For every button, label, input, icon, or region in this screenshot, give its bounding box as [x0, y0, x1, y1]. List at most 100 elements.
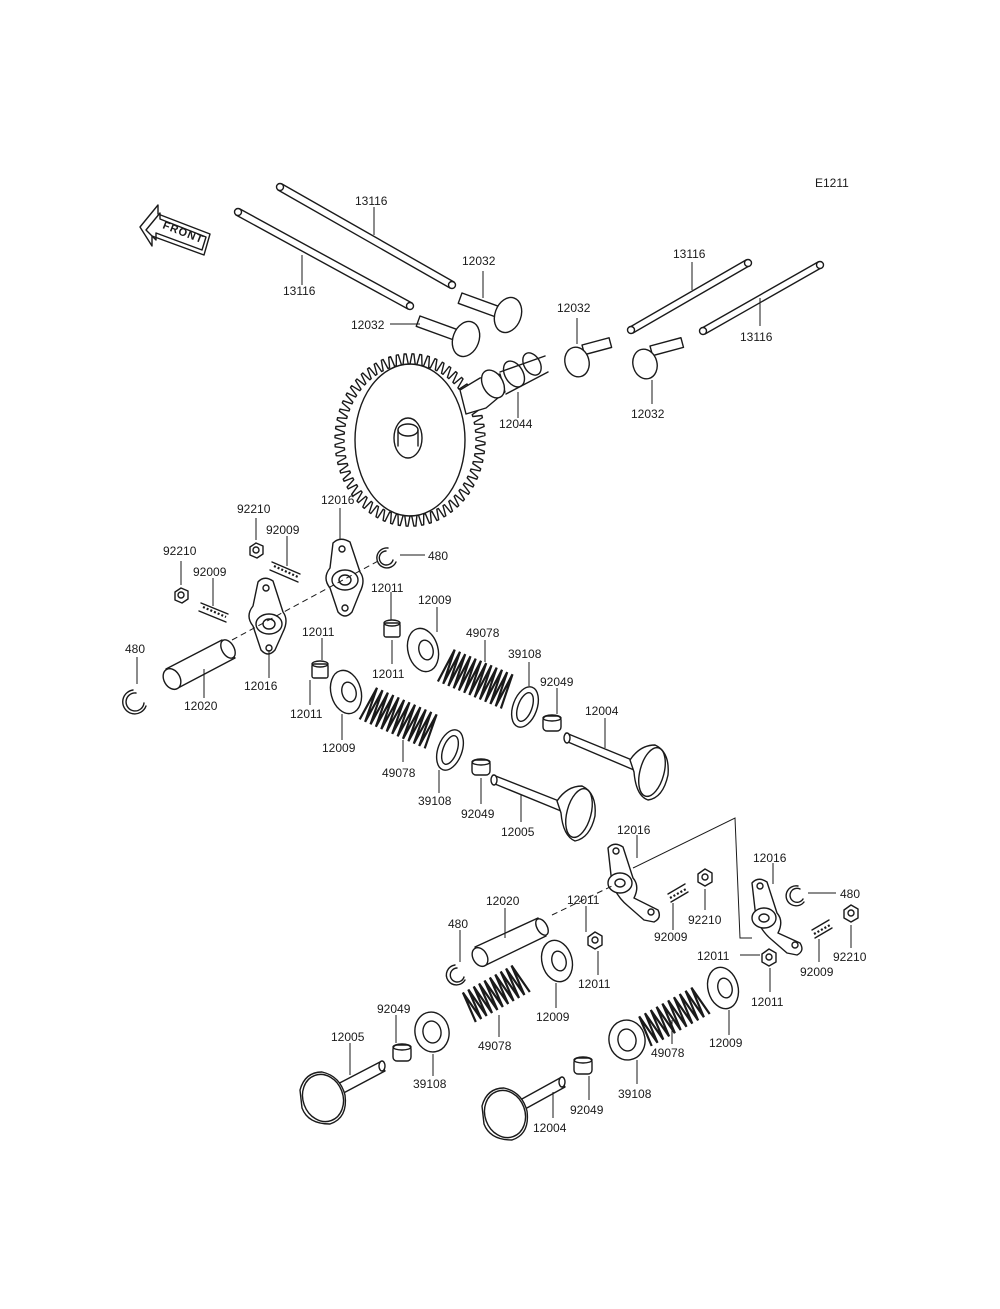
label-seat-low-b: 39108: [618, 1087, 652, 1101]
label-pivot-b: 12011: [372, 667, 405, 681]
label-screw-b: 92009: [193, 565, 227, 579]
diagram-code: E1211: [815, 176, 849, 190]
seat-b: [435, 729, 465, 771]
label-pivot-c: 12011: [302, 625, 335, 639]
seal-low-a-icon: [392, 1043, 412, 1062]
label-rocker-arm-low-a: 12016: [617, 823, 651, 837]
label-pivot-low-c2: 12011: [751, 995, 784, 1009]
pushrod-right-b: [698, 260, 825, 336]
screw-low-a-icon: [667, 883, 689, 903]
cam-gear: [334, 353, 486, 527]
label-rocker-arm-low-b: 12016: [753, 851, 787, 865]
label-valve-intake: 12005: [501, 825, 535, 839]
seal-b-icon: [471, 758, 491, 776]
tappet-right: [632, 337, 685, 380]
label-valve-low-exhaust: 12004: [533, 1121, 567, 1135]
nut-b-icon: [174, 587, 189, 604]
label-seal-b: 92049: [461, 807, 495, 821]
seat-low-b: [608, 1019, 646, 1061]
pushrod-lower: [233, 207, 415, 311]
spring-low-a: [461, 964, 531, 1023]
seal-a-icon: [542, 714, 562, 732]
tappet-lower: [415, 315, 481, 358]
valve-exhaust: [563, 732, 669, 801]
label-pushrod-right-b: 13116: [740, 330, 773, 344]
valve-low-exhaust: [481, 1076, 566, 1141]
label-screw-low-b: 92009: [800, 965, 834, 979]
shaft-left: [162, 639, 236, 691]
label-shaft-low: 12020: [486, 894, 520, 908]
seal-low-b-icon: [573, 1056, 593, 1075]
label-retainer-low-b: 12009: [709, 1036, 743, 1050]
label-pivot-low-a: 12011: [567, 893, 600, 907]
label-rocker-arm-top: 12016: [321, 493, 355, 507]
rocker-arm-top: [325, 538, 364, 617]
rocker-arm-low-b: [751, 878, 803, 956]
label-circlip-low-b: 480: [840, 887, 860, 901]
label-screw-a: 92009: [266, 523, 300, 537]
tappet-upper: [457, 292, 523, 334]
seat-low-a: [414, 1011, 450, 1053]
label-valve-low-intake: 12005: [331, 1030, 365, 1044]
label-spring-a: 49078: [466, 626, 500, 640]
label-seat-low-a: 39108: [413, 1077, 447, 1091]
label-circlip-left: 480: [125, 642, 145, 656]
nut-a-icon: [249, 542, 264, 559]
camshaft: [459, 352, 549, 415]
circlip-low-b-icon: [785, 885, 805, 907]
circlip-left-icon: [122, 689, 147, 715]
pivot-low-c-icon: [761, 948, 777, 967]
label-seal-low-b: 92049: [570, 1103, 604, 1117]
label-pushrod-upper: 13116: [355, 194, 388, 208]
pushrod-upper: [275, 182, 457, 290]
shaft-low: [471, 917, 549, 968]
screw-b-icon: [198, 602, 229, 623]
retainer-b: [329, 669, 363, 715]
label-nut-low-a: 92210: [688, 913, 722, 927]
nut-low-a-icon: [697, 868, 713, 887]
label-retainer-b: 12009: [322, 741, 356, 755]
label-circlip-top: 480: [428, 549, 448, 563]
label-pivot-low-c: 12011: [697, 949, 730, 963]
circlip-top-icon: [376, 547, 397, 569]
valve-low-intake: [299, 1060, 386, 1125]
label-pushrod-right-a: 13116: [673, 247, 706, 261]
spring-low-b: [638, 986, 711, 1047]
spring-a: [436, 649, 514, 709]
rocker-arm-left: [248, 577, 287, 655]
label-retainer-a: 12009: [418, 593, 452, 607]
screw-low-b-icon: [811, 919, 833, 939]
label-circlip-low-a: 480: [448, 917, 468, 931]
rocker-arm-low-a: [607, 843, 661, 923]
valve-intake: [490, 774, 596, 842]
nut-low-b-icon: [843, 904, 859, 923]
label-pivot-a: 12011: [371, 581, 404, 595]
label-tappet-upper: 12032: [462, 254, 496, 268]
label-valve-exhaust: 12004: [585, 704, 619, 718]
label-seal-a: 92049: [540, 675, 574, 689]
front-arrow-icon: FRONT: [139, 204, 211, 256]
seat-a: [510, 686, 540, 728]
label-spring-low-a: 49078: [478, 1039, 512, 1053]
label-nut-b: 92210: [163, 544, 197, 558]
label-camshaft: 12044: [499, 417, 533, 431]
label-seat-a: 39108: [508, 647, 542, 661]
label-shaft-left: 12020: [184, 699, 218, 713]
label-seat-b: 39108: [418, 794, 452, 808]
label-spring-low-b: 49078: [651, 1046, 685, 1060]
retainer-low-a: [540, 939, 574, 983]
label-tappet-mid: 12032: [557, 301, 591, 315]
pivot-low-a-icon: [587, 931, 603, 950]
label-tappet-lower: 12032: [351, 318, 385, 332]
pivot-c-icon: [311, 660, 329, 679]
label-tappet-right: 12032: [631, 407, 665, 421]
spring-b: [358, 687, 438, 749]
tappet-mid: [564, 337, 613, 378]
label-pivot-low-b: 12011: [578, 977, 611, 991]
label-retainer-low-a: 12009: [536, 1010, 570, 1024]
label-seal-low-a: 92049: [377, 1002, 411, 1016]
screw-a-icon: [269, 561, 301, 583]
label-screw-low-a: 92009: [654, 930, 688, 944]
retainer-a: [406, 627, 440, 673]
